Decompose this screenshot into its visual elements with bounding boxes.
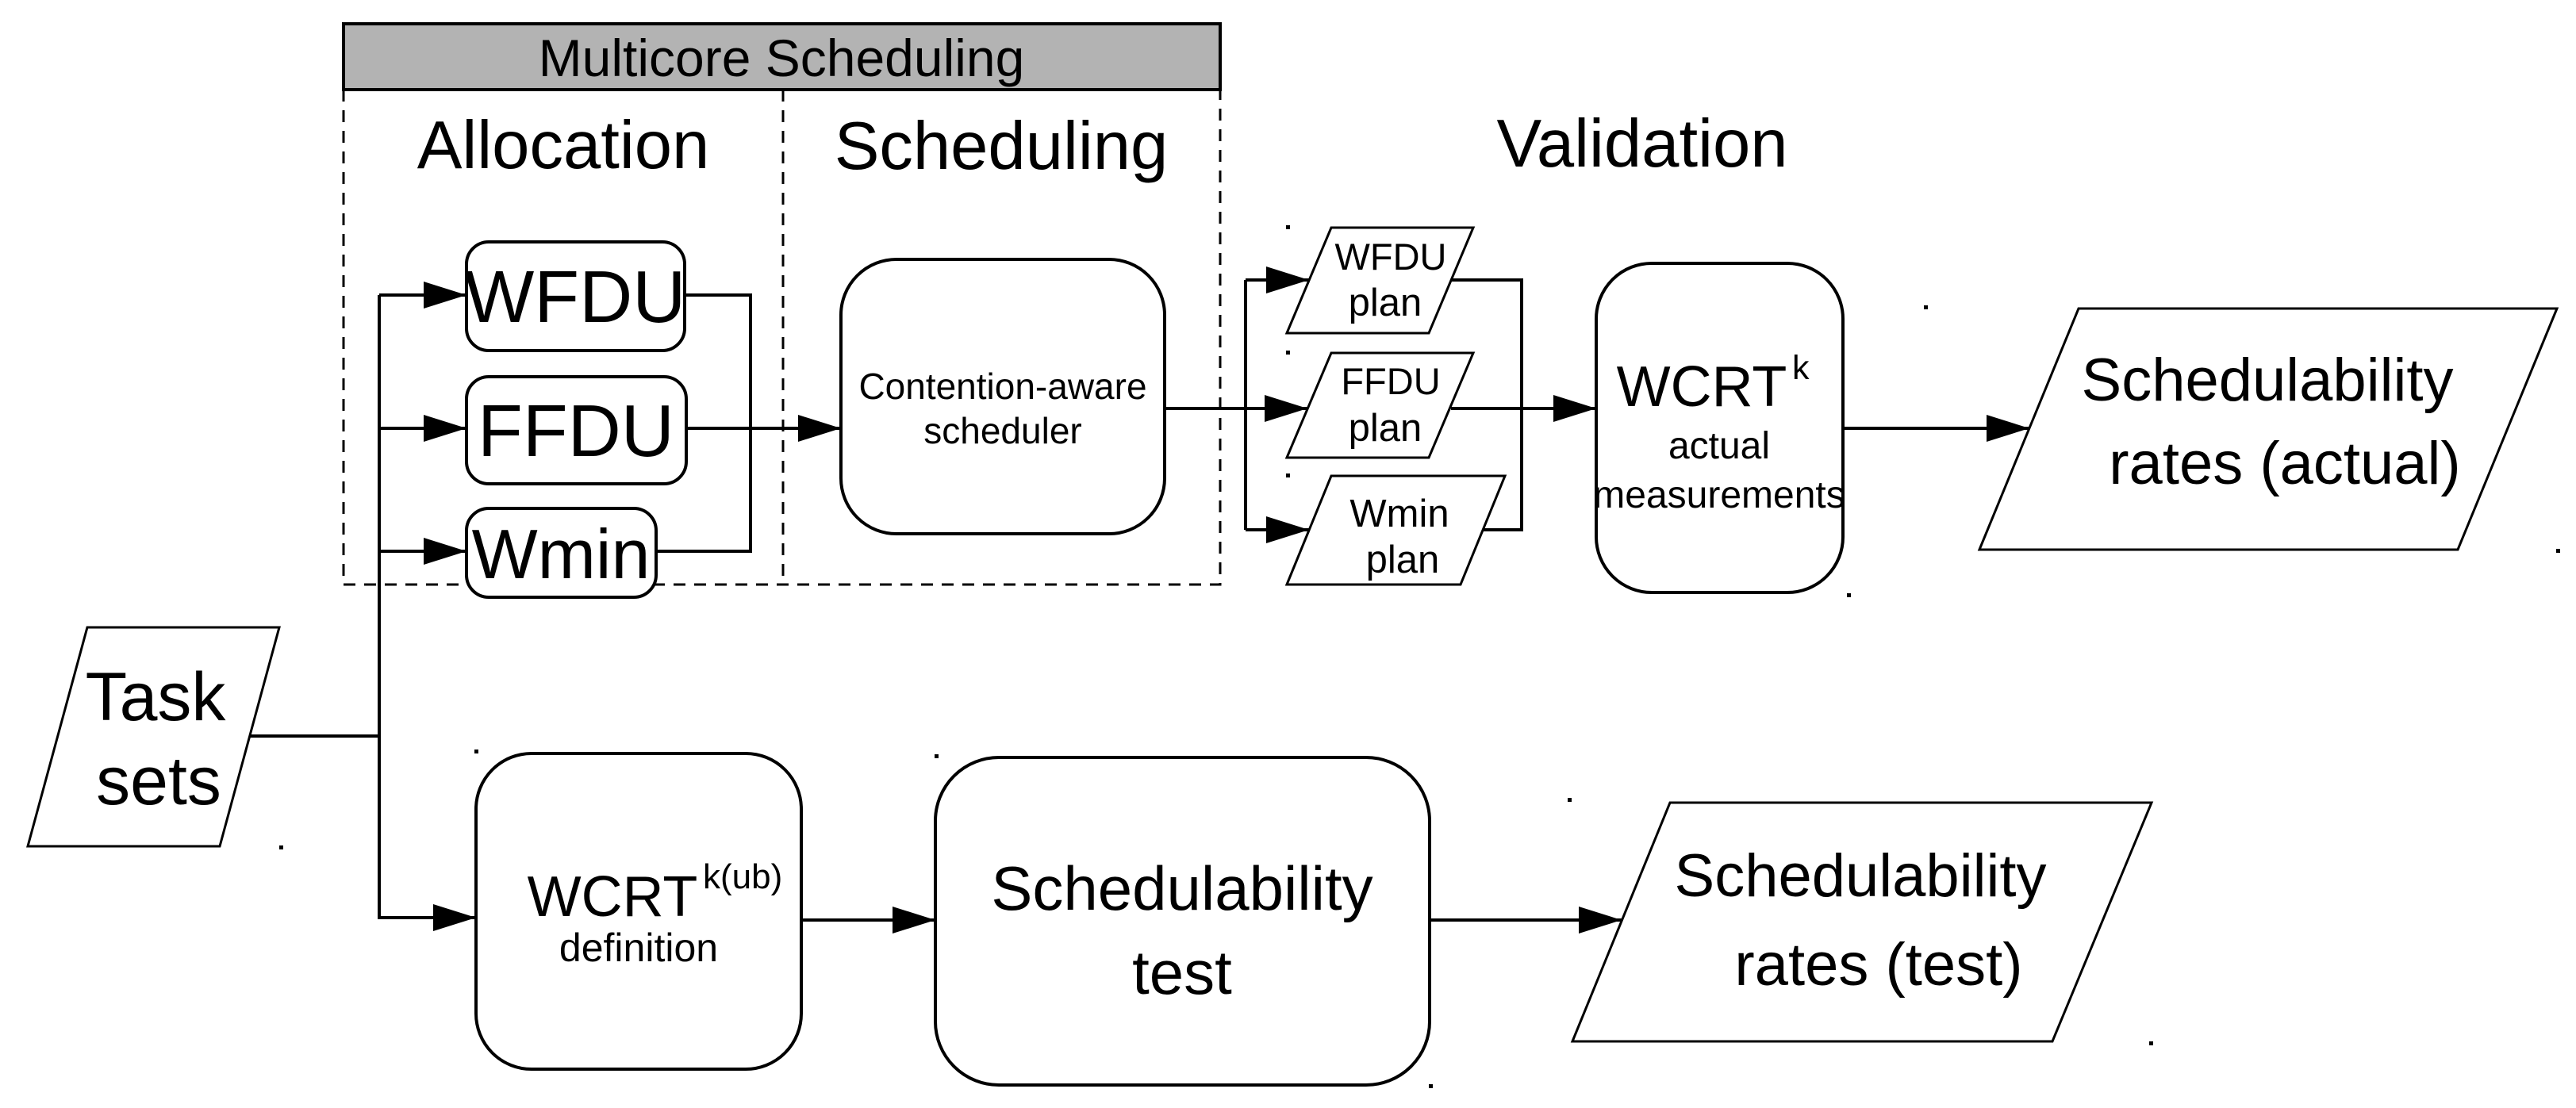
rates-test-label-line1: Schedulability xyxy=(1675,842,2047,910)
artifact-dot xyxy=(1924,305,1928,309)
wcrt-actual-box xyxy=(1595,262,1845,594)
artifact-dot xyxy=(935,754,939,758)
line-wmin-merge xyxy=(656,428,752,553)
line-wminplan-merge xyxy=(1483,408,1523,531)
ffdu-box xyxy=(465,375,688,485)
node-wmin-plan: Wmin plan xyxy=(1284,474,1507,586)
node-task-sets: Task sets xyxy=(26,626,281,848)
wcrt-ub-box xyxy=(474,752,803,1071)
rates-test-parallelogram xyxy=(1570,801,2154,1043)
wcrt-actual-superscript: k xyxy=(1792,349,1810,387)
wcrt-ub-superscript: k(ub) xyxy=(703,857,782,896)
wcrt-actual-label-line2: actual xyxy=(1668,425,1770,467)
node-wmin: Wmin xyxy=(465,507,658,599)
wmin-plan-parallelogram xyxy=(1284,474,1507,586)
wfdu-plan-parallelogram xyxy=(1284,226,1476,335)
task-sets-parallelogram xyxy=(26,626,281,848)
artifact-dot xyxy=(1429,1084,1433,1088)
dashed-region-border xyxy=(342,90,1222,586)
artifact-dot xyxy=(279,845,283,849)
wfdu-label: WFDU xyxy=(465,255,686,338)
wcrt-ub-label-line2: definition xyxy=(559,926,718,970)
wcrt-actual-label-line3: measurements xyxy=(1593,474,1845,516)
scheduler-box xyxy=(839,258,1166,535)
sched-test-label-line1: Schedulability xyxy=(991,853,1372,923)
artifact-dot xyxy=(1568,798,1572,802)
wcrt-ub-title: WCRT xyxy=(528,865,698,929)
artifact-dot xyxy=(1286,351,1290,355)
rates-test-label-line2: rates (test) xyxy=(1734,931,2022,999)
wmin-plan-label-line1: Wmin xyxy=(1349,493,1449,535)
line-wfdu-merge xyxy=(685,293,752,428)
artifact-dot xyxy=(474,750,478,753)
rates-actual-label-line2: rates (actual) xyxy=(2109,430,2461,497)
sched-test-box xyxy=(934,756,1431,1087)
ffdu-plan-label-line2: plan xyxy=(1349,407,1422,450)
node-rates-test: Schedulability rates (test) xyxy=(1570,801,2154,1043)
wmin-label: Wmin xyxy=(472,515,651,593)
node-rates-actual: Schedulability rates (actual) xyxy=(1977,307,2559,551)
ffdu-plan-parallelogram xyxy=(1284,351,1476,459)
multicore-scheduling-group: Multicore Scheduling Allocation Scheduli… xyxy=(342,22,1222,586)
validation-section-label: Validation xyxy=(1496,106,1787,182)
wfdu-plan-label-line2: plan xyxy=(1349,282,1422,324)
wmin-box xyxy=(465,507,658,599)
task-sets-label-line2: sets xyxy=(96,743,221,819)
multicore-scheduling-title: Multicore Scheduling xyxy=(539,29,1025,87)
rates-actual-parallelogram xyxy=(1977,307,2559,551)
node-sched-test: Schedulability test xyxy=(934,756,1431,1087)
multicore-scheduling-header xyxy=(342,22,1222,91)
node-wfdu: WFDU xyxy=(465,240,686,352)
scheduler-label-line1: Contention-aware xyxy=(858,366,1146,407)
artifact-dot xyxy=(2556,549,2560,553)
scheduler-label-line2: scheduler xyxy=(923,410,1081,451)
arrow-trunk-to-wcrtub xyxy=(378,295,476,931)
wfdu-box xyxy=(465,240,686,352)
wcrt-actual-title: WCRT xyxy=(1617,355,1787,419)
line-wfduplan-merge xyxy=(1451,278,1523,408)
ffdu-plan-label-line1: FFDU xyxy=(1341,360,1440,402)
task-sets-label-line1: Task xyxy=(86,659,227,735)
node-wcrt-ub: WCRT k(ub) definition xyxy=(474,752,803,1071)
artifact-dots xyxy=(279,225,2560,1088)
artifact-dot xyxy=(1286,473,1290,477)
wfdu-plan-label-line1: WFDU xyxy=(1335,236,1447,278)
sched-test-label-line2: test xyxy=(1132,937,1232,1007)
artifact-dot xyxy=(2149,1041,2153,1045)
scheduling-section-label: Scheduling xyxy=(835,109,1169,184)
wmin-plan-label-line2: plan xyxy=(1366,539,1440,581)
allocation-section-label: Allocation xyxy=(417,108,710,183)
connectors xyxy=(250,266,2029,934)
node-ffdu-plan: FFDU plan xyxy=(1284,351,1476,459)
node-scheduler: Contention-aware scheduler xyxy=(839,258,1166,535)
rates-actual-label-line1: Schedulability xyxy=(2082,347,2454,414)
artifact-dot xyxy=(1847,593,1851,597)
ffdu-label: FFDU xyxy=(478,389,674,472)
node-ffdu: FFDU xyxy=(465,375,688,485)
artifact-dot xyxy=(1286,225,1290,229)
node-wcrt-actual: WCRT k actual measurements xyxy=(1593,262,1845,594)
node-wfdu-plan: WFDU plan xyxy=(1284,226,1476,335)
